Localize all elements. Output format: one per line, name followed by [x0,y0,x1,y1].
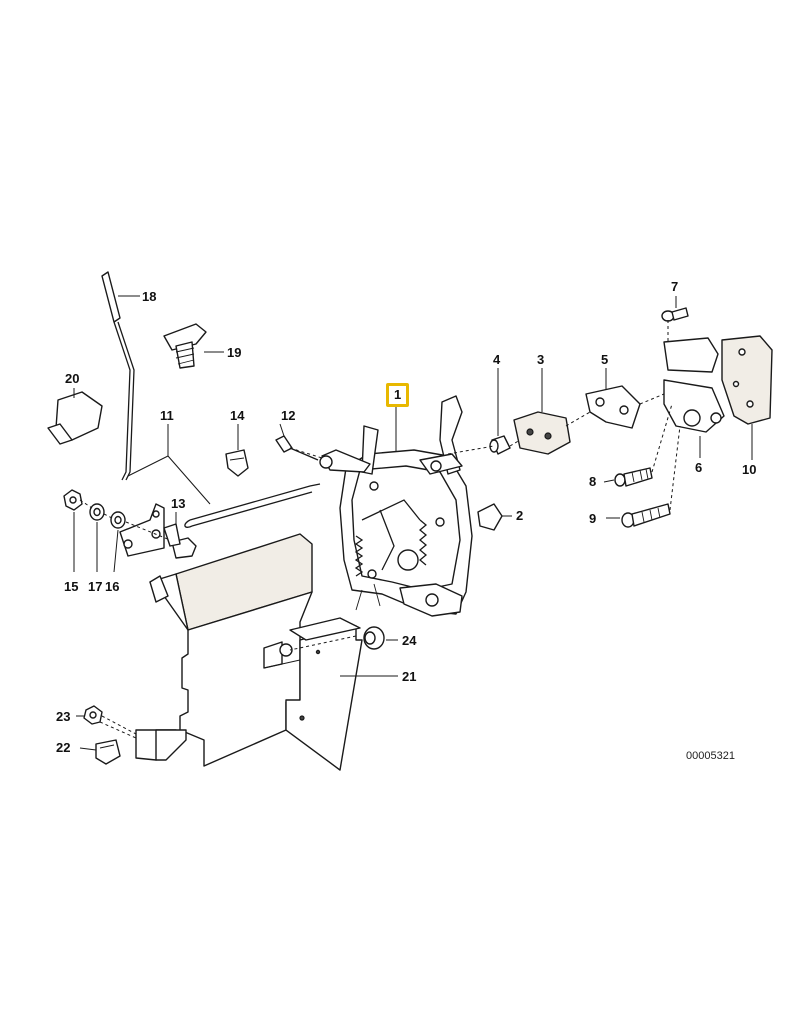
part-20-handle-cap[interactable] [47,391,103,445]
part-23-nut[interactable] [83,705,103,725]
part-2-cap[interactable] [477,503,503,531]
part-12-screw[interactable] [275,435,319,461]
callout-24[interactable]: 24 [402,633,417,648]
part-4-bushing[interactable] [489,435,511,455]
callout-15[interactable]: 15 [64,579,79,594]
callout-6[interactable]: 6 [695,460,703,475]
part-3-lock-block[interactable] [513,411,571,455]
part-5-striker-plate[interactable] [585,385,641,429]
callout-3[interactable]: 3 [537,352,545,367]
callout-5[interactable]: 5 [601,352,609,367]
part-13-bolt[interactable] [163,523,197,559]
callout-13[interactable]: 13 [171,496,186,511]
callout-9[interactable]: 9 [589,511,597,526]
callout-4[interactable]: 4 [493,352,501,367]
part-22-clip[interactable] [95,739,121,765]
part-17-washer[interactable] [89,503,105,521]
callout-16[interactable]: 16 [105,579,120,594]
callout-21[interactable]: 21 [402,669,417,684]
part-19-clip[interactable] [163,323,207,369]
part-15-nut[interactable] [63,489,83,511]
callout-14[interactable]: 14 [230,408,245,423]
callout-18[interactable]: 18 [142,289,157,304]
part-6-striker[interactable] [663,337,725,433]
callout-7[interactable]: 7 [671,279,679,294]
leader-lines [73,295,753,751]
part-21-cover-panel[interactable] [99,533,363,771]
part-8-screw[interactable] [614,467,653,487]
part-16-bracket[interactable] [119,503,165,557]
part-24-grommet[interactable] [363,626,385,650]
part-16-washer[interactable] [110,511,126,529]
callout-22[interactable]: 22 [56,740,71,755]
callout-11[interactable]: 11 [160,408,174,423]
callout-8[interactable]: 8 [589,474,597,489]
part-14-clip-nut[interactable] [225,449,249,477]
callout-1-highlighted[interactable]: 1 [386,383,410,407]
assembly-lines [79,320,681,735]
part-9-screw[interactable] [621,503,671,528]
part-18-lock-rod[interactable] [101,271,135,481]
part-7-screw[interactable] [661,307,689,322]
callout-20[interactable]: 20 [65,371,80,386]
part-11-connecting-rod[interactable] [184,483,321,528]
catalog-number: 00005321 [686,750,735,762]
callout-2[interactable]: 2 [516,508,524,523]
callout-12[interactable]: 12 [281,408,296,423]
callout-10[interactable]: 10 [742,462,757,477]
part-10-mounting-plate[interactable] [721,335,773,425]
callout-19[interactable]: 19 [227,345,242,360]
callout-23[interactable]: 23 [56,709,71,724]
callout-17[interactable]: 17 [88,579,103,594]
part-1-door-lock[interactable] [319,395,473,617]
